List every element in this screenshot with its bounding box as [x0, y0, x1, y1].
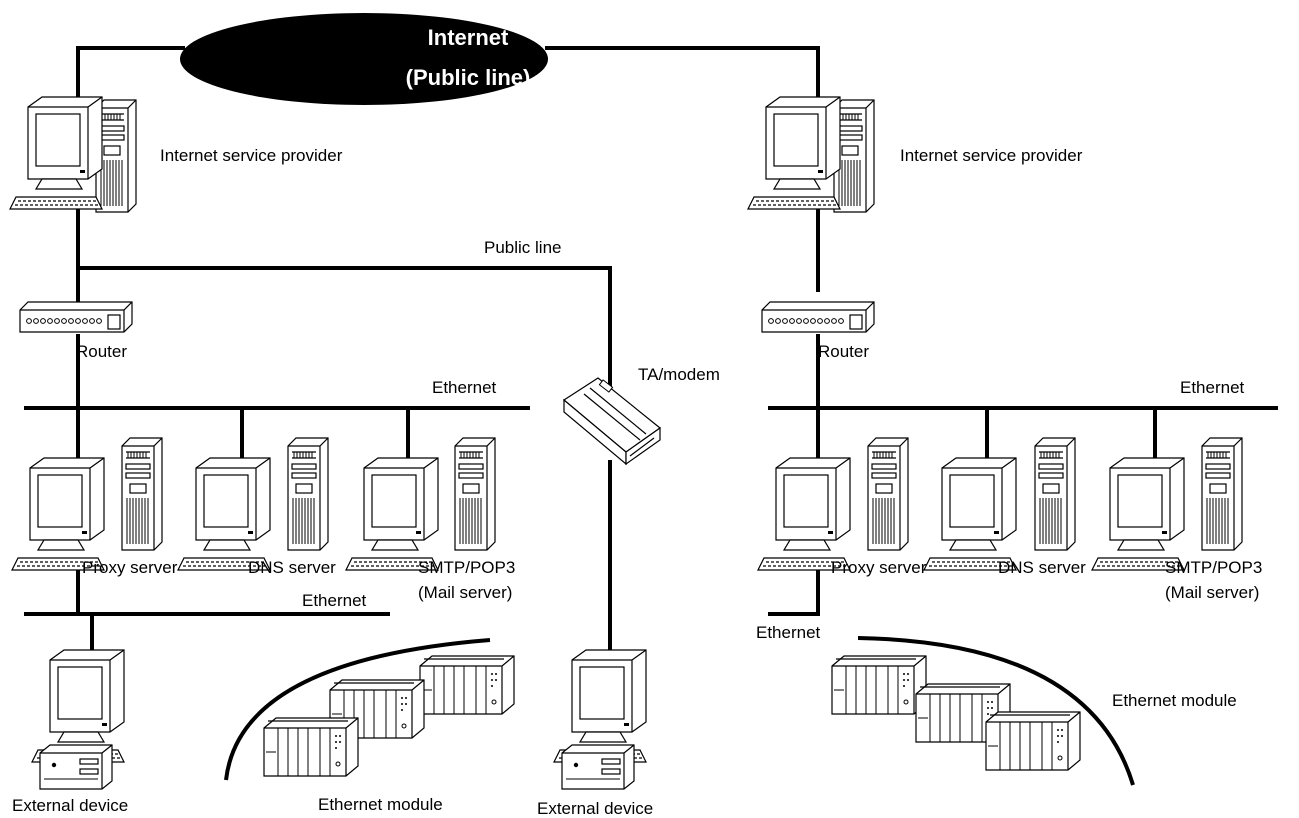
external-device-left-node: External device [12, 649, 128, 815]
dns-left-pc-icon [177, 457, 271, 571]
ethernet-modules-right: Ethernet module [831, 655, 1237, 771]
dns-right-label: DNS server [998, 558, 1086, 577]
ethernet-left-bottom-label: Ethernet [302, 591, 367, 610]
plc-right-3-icon [985, 711, 1081, 771]
dns-left-label: DNS server [248, 558, 336, 577]
internet-cloud: Internet (Public line) [180, 13, 548, 105]
isp-right-label: Internet service provider [900, 146, 1083, 165]
mail-server-left-node: SMTP/POP3 (Mail server) [345, 437, 515, 602]
mail-right-label-1: SMTP/POP3 [1165, 558, 1262, 577]
external-device-mid-node: External device [537, 649, 653, 818]
external-mid-label: External device [537, 799, 653, 818]
ethernet-right-bottom-label: Ethernet [756, 623, 821, 642]
isp-left-pc-icon [9, 96, 103, 210]
isp-right-node: Internet service provider [747, 96, 1083, 213]
external-mid-base-icon [561, 744, 635, 790]
external-left-label: External device [12, 796, 128, 815]
ta-modem-label: TA/modem [638, 365, 720, 384]
router-right-icon [761, 301, 875, 333]
dns-server-left-node: DNS server [177, 437, 336, 577]
router-left-node: Router [19, 301, 133, 361]
dns-server-right-node: DNS server [923, 437, 1086, 577]
router-right-label: Router [818, 342, 869, 361]
internet-subtitle: (Public line) [406, 65, 531, 90]
external-left-base-icon [39, 744, 113, 790]
proxy-right-label: Proxy server [831, 558, 927, 577]
ethernet-left-top-label: Ethernet [432, 378, 497, 397]
proxy-left-pc-icon [11, 457, 105, 571]
isp-left-label: Internet service provider [160, 146, 343, 165]
plc-left-1-icon [419, 655, 515, 715]
router-left-icon [19, 301, 133, 333]
dns-right-server-icon [1034, 437, 1076, 551]
ethernet-right-top-label: Ethernet [1180, 378, 1245, 397]
ta-modem-icon [562, 377, 661, 466]
mail-right-server-icon [1201, 437, 1243, 551]
mail-left-label-2: (Mail server) [418, 583, 512, 602]
mail-left-pc-icon [345, 457, 439, 571]
public-line-label: Public line [484, 238, 562, 257]
internet-title: Internet [428, 25, 509, 50]
mail-left-label-1: SMTP/POP3 [418, 558, 515, 577]
proxy-right-server-icon [867, 437, 909, 551]
proxy-server-right-node: Proxy server [757, 437, 927, 577]
network-wires [24, 46, 1278, 786]
proxy-right-pc-icon [757, 457, 851, 571]
router-left-label: Router [76, 342, 127, 361]
proxy-left-server-icon [121, 437, 163, 551]
plc-left-3-icon [263, 717, 359, 777]
proxy-server-left-node: Proxy server [11, 437, 178, 577]
proxy-left-label: Proxy server [82, 558, 178, 577]
router-right-node: Router [761, 301, 875, 361]
plc-right-1-icon [831, 655, 927, 715]
isp-right-pc-icon [747, 96, 841, 210]
mail-right-pc-icon [1091, 457, 1185, 571]
mail-server-right-node: SMTP/POP3 (Mail server) [1091, 437, 1262, 602]
isp-left-node: Internet service provider [9, 96, 343, 213]
ethernet-modules-left: Ethernet module [263, 655, 515, 814]
ethmod-left-label: Ethernet module [318, 795, 443, 814]
ethmod-right-label: Ethernet module [1112, 691, 1237, 710]
ta-modem-node: TA/modem [562, 365, 720, 466]
mail-left-server-icon [454, 437, 496, 551]
dns-right-pc-icon [923, 457, 1017, 571]
mail-right-label-2: (Mail server) [1165, 583, 1259, 602]
dns-left-server-icon [287, 437, 329, 551]
